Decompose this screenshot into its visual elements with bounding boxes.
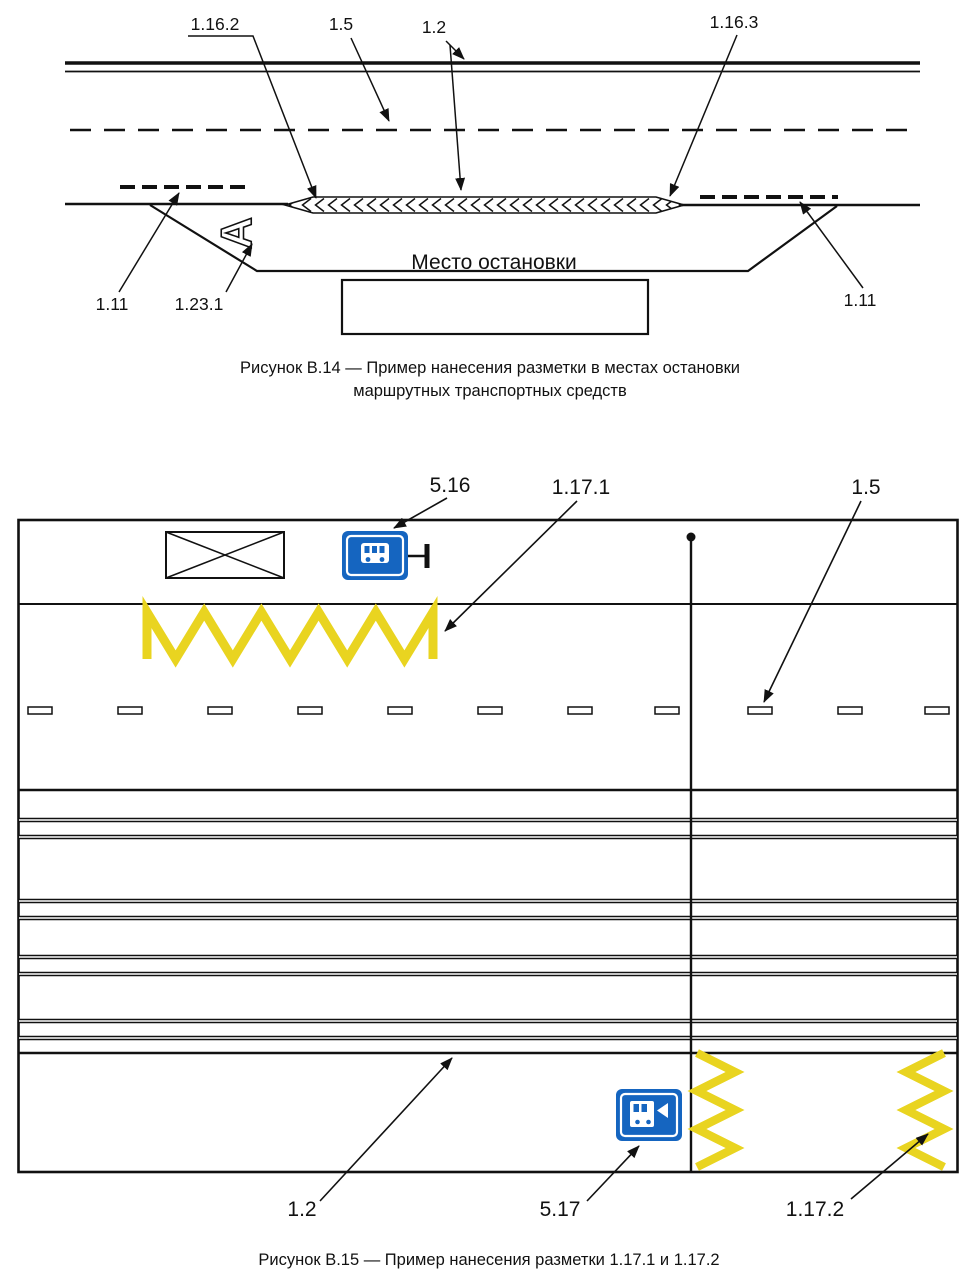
figure-b14-caption-line2: маршрутных транспортных средств <box>353 382 627 400</box>
label-marking-1-23-1: 1.23.1 <box>175 294 224 314</box>
tram-icon-window-2 <box>641 1104 647 1112</box>
marking-1-23-1-bus-lane-letter: А <box>212 217 261 249</box>
figure-b15: 5.16 1.17.1 1.5 1.2 5.17 1.17.2 Рисунок … <box>19 474 958 1269</box>
marking-1-5-dashed-line <box>27 706 950 715</box>
marking-1-17-1-yellow-zigzag <box>142 595 438 668</box>
leader-1-16-3 <box>669 34 738 197</box>
crossed-box <box>165 531 285 579</box>
crossed-box-diagonal-2 <box>165 531 285 579</box>
marking-1-5-dash <box>924 706 950 715</box>
stop-area-text: Место остановки <box>411 251 576 274</box>
marking-1-5-dash <box>387 706 413 715</box>
bus-icon-window-3 <box>379 546 385 553</box>
leader-1-5 <box>763 500 862 703</box>
marking-1-5-dash <box>27 706 53 715</box>
label-marking-1-16-3: 1.16.3 <box>710 12 759 32</box>
bus-bay-outline <box>149 204 838 273</box>
leader-1-23-1 <box>225 243 253 293</box>
bus-icon-wheel-2 <box>379 557 385 562</box>
sign-5-17-tram-stop <box>616 1089 682 1141</box>
leader-1-17-1 <box>444 500 578 632</box>
bus-icon-window-1 <box>364 546 370 553</box>
leader-1-17-2 <box>850 1133 929 1200</box>
marking-1-17-2-yellow-zigzag-left <box>687 1049 745 1171</box>
sign-5-17-frame <box>619 1092 679 1138</box>
label-marking-1-17-2: 1.17.2 <box>786 1198 844 1221</box>
marking-1-5-dash <box>837 706 863 715</box>
road-plan-border <box>17 518 959 1174</box>
marking-1-5-dash <box>117 706 143 715</box>
bus-icon-window-2 <box>372 546 377 553</box>
boundary-line-dot <box>686 532 696 542</box>
marking-1-5-dash <box>747 706 773 715</box>
marking-1-17-2-yellow-zigzag-right <box>896 1049 954 1171</box>
tram-icon-window-1 <box>633 1104 639 1112</box>
sign-5-16-frame <box>345 534 405 577</box>
leader-1-16-2 <box>188 35 317 199</box>
label-marking-1-5: 1.5 <box>851 476 880 499</box>
tram-icon-pantograph <box>657 1103 668 1118</box>
leader-1-2 <box>319 1057 453 1202</box>
leader-1-2-to-island-border <box>449 44 466 191</box>
crossed-box-rect <box>165 531 285 579</box>
label-marking-1-2: 1.2 <box>422 17 446 37</box>
marking-1-5-dash <box>567 706 593 715</box>
leader-5-16 <box>393 497 448 529</box>
label-marking-1-11-left: 1.11 <box>96 294 129 314</box>
leader-1-2-to-top-line <box>445 40 465 60</box>
tram-icon-wheel-1 <box>635 1119 640 1125</box>
label-marking-1-5: 1.5 <box>329 14 353 34</box>
leader-1-11-left <box>118 192 180 293</box>
label-marking-1-2: 1.2 <box>287 1198 316 1221</box>
leader-1-11-right <box>799 201 864 289</box>
tram-icon-wheel-2 <box>646 1119 651 1125</box>
stop-platform-rect <box>340 278 650 336</box>
marking-1-5-dash <box>207 706 233 715</box>
label-sign-5-16: 5.16 <box>430 474 471 497</box>
figure-b15-caption: Рисунок В.15 — Пример нанесения разметки… <box>258 1251 719 1269</box>
marking-1-16-chevron-strip <box>282 196 687 214</box>
leader-5-17 <box>586 1145 640 1202</box>
bus-icon-wheel-1 <box>365 557 371 562</box>
figure-b14: Место остановки А 1.16.2 1.5 1.2 1.16.3 … <box>65 12 920 400</box>
label-marking-1-16-2: 1.16.2 <box>191 14 240 34</box>
label-marking-1-11-right: 1.11 <box>844 290 877 310</box>
sign-5-16-bus-stop <box>342 531 430 580</box>
figure-b14-caption-line1: Рисунок В.14 — Пример нанесения разметки… <box>240 359 740 377</box>
marking-1-5-dash <box>297 706 323 715</box>
marking-1-5-dash <box>477 706 503 715</box>
label-sign-5-17: 5.17 <box>540 1198 581 1221</box>
marking-1-5-dash <box>654 706 680 715</box>
label-marking-1-17-1: 1.17.1 <box>552 476 610 499</box>
leader-1-5 <box>350 37 390 122</box>
